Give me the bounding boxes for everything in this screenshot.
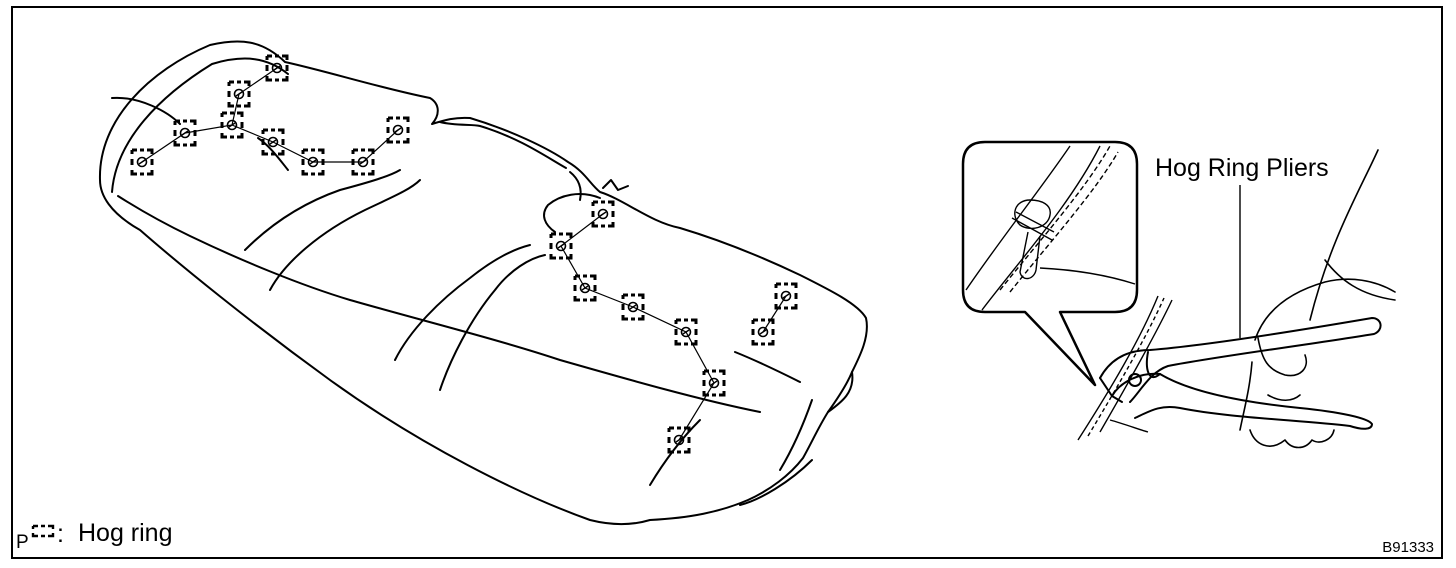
inset-fabric-detail bbox=[965, 145, 1136, 311]
hog-ring-marker bbox=[549, 232, 573, 260]
hog-ring-marker bbox=[674, 318, 698, 346]
hog-ring-pliers-icon bbox=[1099, 317, 1382, 430]
hog-ring-marker bbox=[220, 111, 244, 139]
hog-ring-marker bbox=[265, 54, 289, 82]
figure-code: B91333 bbox=[1382, 539, 1434, 556]
detail-inset bbox=[961, 140, 1139, 387]
hog-ring-marker bbox=[227, 80, 251, 108]
figure-frame bbox=[11, 6, 1443, 559]
hog-ring-pliers-label: Hog Ring Pliers bbox=[1155, 154, 1329, 182]
legend-colon: : bbox=[57, 520, 64, 548]
hog-ring-marker bbox=[591, 200, 615, 228]
seat-cushion-body bbox=[98, 40, 868, 526]
hog-ring-marker bbox=[173, 119, 197, 147]
hog-ring-marker bbox=[667, 426, 691, 454]
hog-ring-marker bbox=[751, 318, 775, 346]
hog-ring-marker bbox=[621, 293, 645, 321]
hog-ring-marker bbox=[386, 116, 410, 144]
hog-ring-symbol-icon bbox=[31, 524, 55, 538]
legend-prefix: P bbox=[16, 532, 29, 553]
hog-ring-marker bbox=[702, 369, 726, 397]
legend-text: Hog ring bbox=[78, 519, 173, 547]
hog-ring-marker bbox=[774, 282, 798, 310]
seat-strap bbox=[1077, 295, 1173, 441]
hog-ring-marker bbox=[130, 148, 154, 176]
hog-ring-marker bbox=[573, 274, 597, 302]
hand-icon bbox=[1239, 149, 1396, 449]
hog-ring-markers bbox=[130, 54, 798, 454]
